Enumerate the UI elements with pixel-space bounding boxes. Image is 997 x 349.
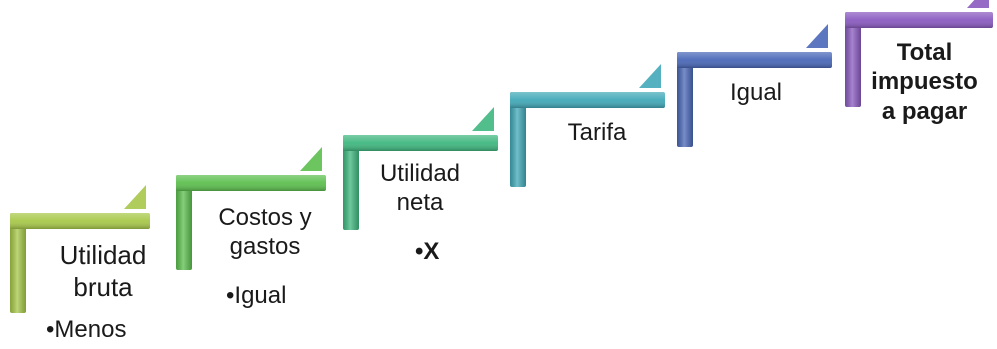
step-2-accent bbox=[300, 147, 322, 171]
step-4-tread-shade bbox=[510, 92, 665, 108]
step-2-bullet: •Igual bbox=[226, 282, 287, 309]
step-2-riser-shade bbox=[176, 175, 192, 270]
step-5-shape bbox=[677, 24, 832, 147]
step-6-accent bbox=[967, 0, 989, 8]
step-6-label: Total impuesto a pagar bbox=[871, 39, 978, 125]
step-2-label: Costos y gastos bbox=[218, 204, 312, 261]
step-3-label: Utilidad neta bbox=[379, 160, 461, 217]
step-1-label: Utilidad bruta bbox=[59, 240, 147, 302]
step-3-bullet: •X bbox=[415, 238, 440, 265]
step-3-riser-shade bbox=[343, 135, 359, 230]
step-6-shape bbox=[845, 0, 993, 107]
step-5-label: Igual bbox=[729, 79, 783, 106]
step-4-riser-shade bbox=[510, 92, 526, 187]
step-6-tread-shade bbox=[845, 12, 993, 28]
step-1-riser-shade bbox=[10, 213, 26, 313]
step-3-shape bbox=[343, 107, 498, 230]
step-6-riser-shade bbox=[845, 12, 861, 107]
step-5-tread-shade bbox=[677, 52, 832, 68]
step-1-shape bbox=[10, 185, 150, 313]
step-4-shape bbox=[510, 64, 665, 187]
step-3-accent bbox=[472, 107, 494, 131]
step-2-tread-shade bbox=[176, 175, 326, 191]
step-3-tread-shade bbox=[343, 135, 498, 151]
step-4-accent bbox=[639, 64, 661, 88]
step-1-bullet: •Menos bbox=[46, 316, 127, 343]
step-4-label: Tarifa bbox=[567, 119, 627, 146]
step-2-shape bbox=[176, 147, 326, 270]
step-1-tread-shade bbox=[10, 213, 150, 229]
step-5-riser-shade bbox=[677, 52, 693, 147]
step-5-accent bbox=[806, 24, 828, 48]
step-1-accent bbox=[124, 185, 146, 209]
